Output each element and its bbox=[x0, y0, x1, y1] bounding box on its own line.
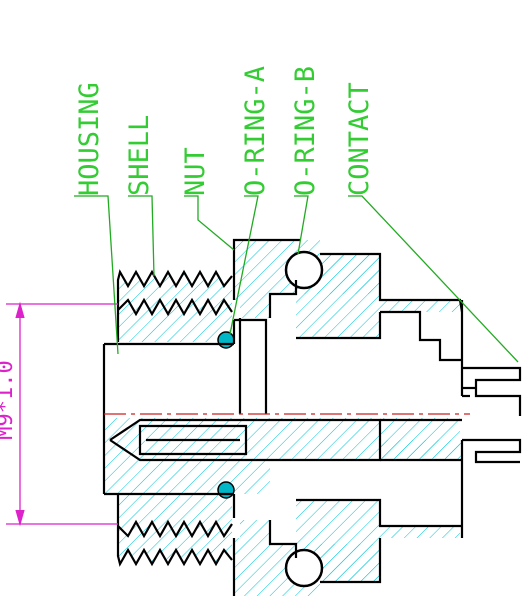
label-oring-b: O-RING-B bbox=[290, 66, 321, 196]
label-housing: HOUSING bbox=[74, 82, 105, 196]
housing-leader bbox=[74, 195, 119, 355]
label-nut: NUT bbox=[180, 147, 211, 196]
oring-a-leader bbox=[229, 195, 259, 335]
label-oring-a: O-RING-A bbox=[240, 66, 271, 196]
oring-a-upper-section bbox=[217, 331, 235, 349]
callout-labels: HOUSING SHELL NUT O-RING-A O-RING-B CONT… bbox=[74, 66, 375, 196]
label-contact: CONTACT bbox=[344, 82, 375, 196]
label-shell: SHELL bbox=[124, 115, 155, 196]
oring-b-leader bbox=[294, 195, 309, 255]
oring-b-lower-section bbox=[284, 548, 324, 588]
hatched-sections bbox=[104, 240, 462, 596]
oring-b-upper-section bbox=[284, 250, 324, 290]
shell-leader bbox=[128, 195, 155, 277]
part-outlines bbox=[102, 238, 522, 596]
nut-leader bbox=[184, 195, 235, 251]
contact-leader bbox=[348, 195, 519, 363]
thread-dimension bbox=[6, 301, 118, 527]
thread-dimension-text: M9*1.0 bbox=[0, 360, 18, 439]
oring-a-lower-section bbox=[217, 481, 235, 499]
leader-lines bbox=[74, 195, 519, 363]
